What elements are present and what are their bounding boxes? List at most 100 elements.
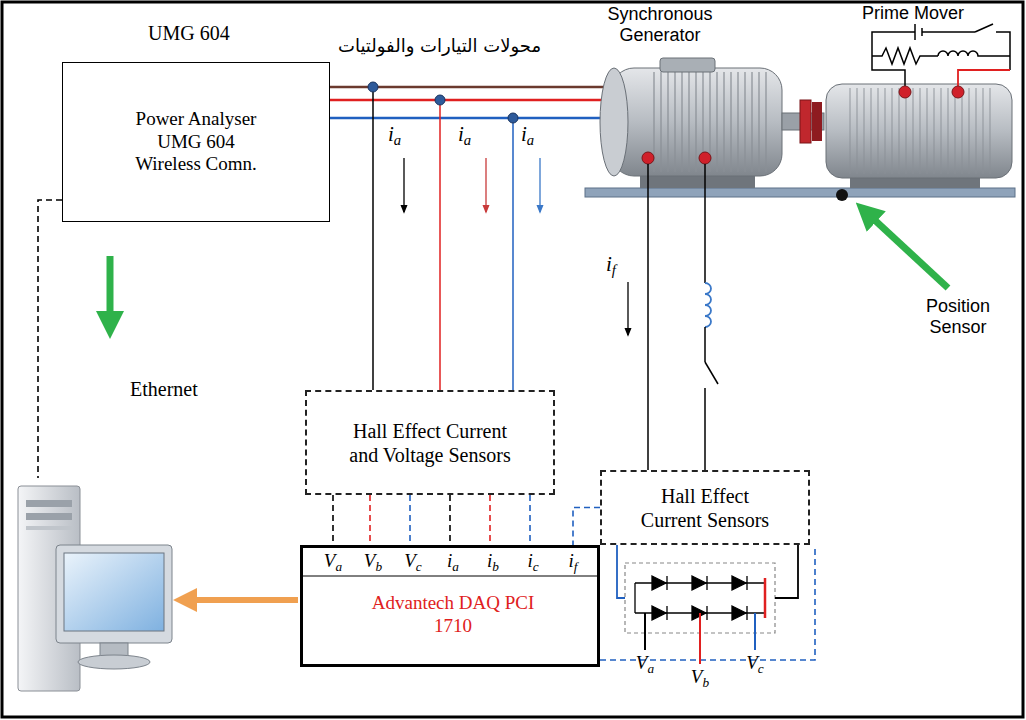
symbol: i	[569, 550, 574, 571]
subscript: c	[758, 661, 764, 676]
prime-mover-illustration	[845, 88, 995, 174]
symbol: i	[447, 550, 452, 571]
rectifier-bridge	[699, 613, 701, 664]
signal-name: ia	[447, 550, 459, 573]
current-arrow	[404, 158, 628, 335]
symbol: V	[324, 550, 336, 571]
subscript: b	[492, 559, 499, 574]
subscript: f	[612, 262, 616, 278]
signal-connector	[573, 508, 600, 546]
signal-label: Vc	[746, 652, 764, 674]
terminal-dot	[642, 86, 964, 164]
signal-wire	[600, 548, 815, 660]
rectifier-bridge	[706, 606, 707, 620]
generator-illustration	[585, 188, 1015, 197]
rectifier-bridge	[652, 576, 666, 590]
signal-name: if	[569, 550, 578, 573]
symbol: i	[606, 252, 612, 276]
signal-wire	[38, 200, 62, 478]
computer-icon	[26, 500, 72, 507]
part-label: Synchronous Generator	[585, 4, 735, 45]
three-phase-lines	[330, 87, 612, 390]
computer-icon	[26, 526, 72, 530]
symbol: V	[404, 550, 416, 571]
computer-icon	[26, 513, 72, 520]
part-label: Ethernet	[130, 378, 198, 401]
signal-name: ib	[487, 550, 499, 573]
prime-mover-illustration	[922, 31, 975, 33]
signal-wire	[369, 495, 371, 545]
symbol: i	[527, 550, 532, 571]
prime-mover-illustration	[996, 32, 1010, 70]
rectifier-bridge	[666, 606, 667, 620]
generator-illustration	[812, 102, 822, 141]
generator-illustration	[600, 68, 628, 176]
subscript: b	[702, 675, 709, 690]
signal-label: Vb	[691, 666, 709, 688]
subscript: a	[452, 559, 459, 574]
prime-mover-illustration	[975, 24, 993, 32]
subscript: a	[647, 661, 654, 676]
rectifier-bridge	[746, 606, 747, 620]
signal-name: Vc	[404, 550, 422, 573]
computer-icon	[18, 486, 172, 691]
symbol: V	[691, 666, 703, 687]
part-label: محولات التيارات والفولتيات	[338, 36, 541, 57]
rectifier-bridge	[617, 545, 798, 664]
transducer-dot	[368, 82, 518, 123]
rectifier-bridge	[706, 576, 707, 590]
box-text: Hall Effect Current and Voltage Sensors	[340, 419, 520, 467]
transducer-dot	[368, 82, 378, 92]
signal-wire	[489, 495, 491, 545]
three-phase-lines	[512, 118, 514, 390]
daq-box: VaVbVciaibicifAdvantech DAQ PCI 1710	[300, 545, 600, 667]
position-sensor	[836, 189, 848, 201]
signal-wire	[409, 495, 411, 545]
daq-divider	[300, 576, 600, 577]
rectifier-bridge	[666, 576, 667, 590]
field-circuit	[704, 164, 706, 283]
part-label: Position Sensor	[903, 296, 1013, 337]
analyser-box: Power AnalyserUMG 604Wireless Comn.	[62, 62, 330, 222]
three-phase-lines	[439, 100, 441, 390]
symbol: i	[388, 122, 394, 146]
symbol: i	[458, 122, 464, 146]
rectifier-bridge	[644, 613, 646, 650]
three-phase-lines	[372, 87, 374, 390]
field-circuit	[647, 164, 649, 470]
terminal-dot	[642, 152, 654, 164]
sensor-box: Hall Effect Current and Voltage Sensors	[305, 390, 555, 495]
signal-name: Vb	[364, 550, 382, 573]
signal-wire	[529, 495, 531, 545]
box-text: Hall Effect Current Sensors	[630, 484, 780, 532]
terminal-dot	[899, 86, 911, 98]
generator-illustration	[650, 72, 770, 172]
prime-mover-illustration	[872, 24, 1010, 86]
ethernet-arrow	[107, 256, 114, 325]
signal-label: ia	[458, 122, 471, 146]
rectifier-bridge	[746, 576, 747, 590]
subscript: c	[533, 559, 539, 574]
generator-illustration	[585, 58, 1015, 197]
signal-label: ia	[388, 122, 401, 146]
transducer-dot	[435, 95, 445, 105]
symbol: i	[487, 550, 492, 571]
sensor-box: Hall Effect Current Sensors	[600, 470, 810, 545]
box-text: Advantech DAQ PCI 1710	[358, 592, 548, 638]
prime-mover-illustration	[826, 84, 1012, 178]
signal-wire	[38, 200, 815, 660]
field-circuit	[704, 388, 706, 470]
subscript: c	[416, 559, 422, 574]
signal-label: Va	[636, 652, 654, 674]
box-text: Power Analyser	[136, 108, 257, 131]
subscript: a	[335, 559, 342, 574]
subscript: f	[574, 559, 578, 574]
rectifier-bridge	[617, 545, 625, 598]
field-circuit	[705, 283, 711, 327]
rectifier-bridge	[764, 578, 767, 618]
transducer-dot	[508, 113, 518, 123]
subscript: a	[527, 132, 534, 148]
symbol: V	[746, 652, 758, 673]
field-circuit	[648, 164, 718, 470]
